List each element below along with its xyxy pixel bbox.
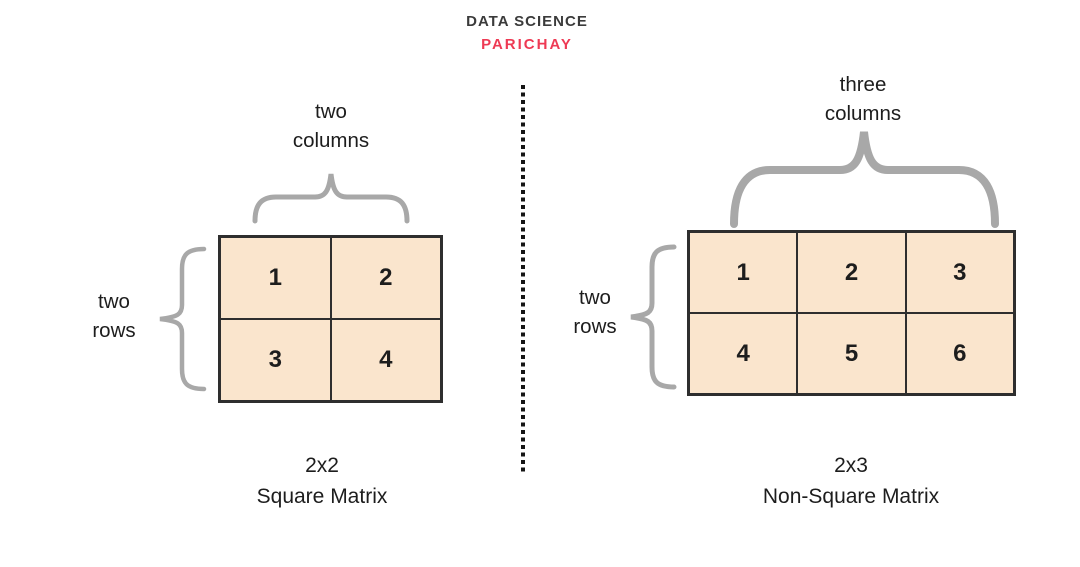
matrix-cell: 3 [220, 319, 331, 401]
right-matrix-caption: 2x3 Non-Square Matrix [751, 450, 951, 512]
matrix-cell: 5 [797, 313, 906, 394]
matrix-cell: 6 [905, 313, 1014, 394]
matrix-cell: 3 [905, 232, 1014, 313]
matrix-cell: 2 [797, 232, 906, 313]
brand-title: DATA SCIENCE [466, 13, 588, 30]
brand-subtitle: PARICHAY [481, 36, 573, 53]
matrix-cell: 4 [330, 319, 441, 401]
left-columns-label: two columns [292, 100, 370, 152]
dotted-divider-line [521, 85, 525, 475]
right-caption-type: Non-Square Matrix [762, 485, 940, 508]
right-rows-brace-icon [630, 244, 677, 390]
right-columns-brace-icon [730, 131, 999, 228]
left-caption-size: 2x2 [305, 454, 339, 477]
left-rows-brace-icon [159, 246, 207, 392]
right-columns-label: three columns [824, 73, 902, 125]
matrix-cell: 1 [220, 237, 331, 319]
left-columns-brace-icon [252, 173, 410, 224]
left-caption-type: Square Matrix [256, 485, 388, 508]
right-caption-size: 2x3 [834, 454, 868, 477]
matrix-cell: 2 [330, 237, 441, 319]
right-rows-label: two rows [573, 286, 617, 338]
matrix-cell: 1 [689, 232, 798, 313]
left-matrix-caption: 2x2 Square Matrix [222, 450, 422, 512]
matrix-cell: 4 [689, 313, 798, 394]
left-rows-label: two rows [92, 290, 136, 342]
